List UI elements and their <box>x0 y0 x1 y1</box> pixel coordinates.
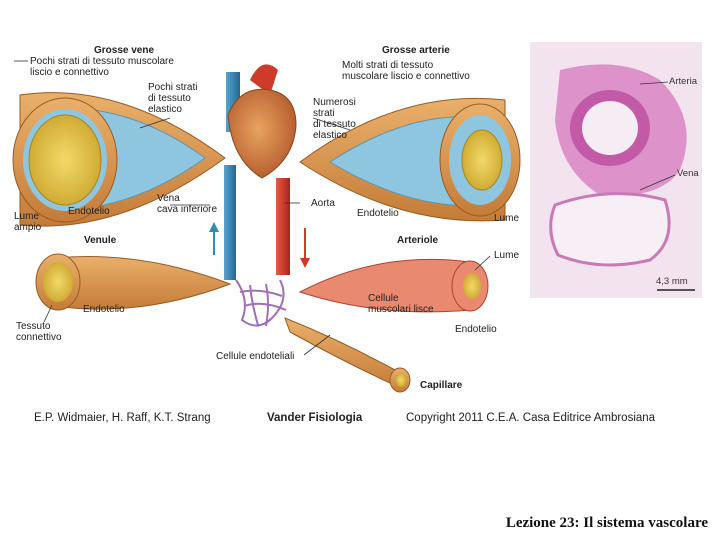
heading-grosse-vene: Grosse vene <box>94 45 154 56</box>
heading-grosse-arterie: Grosse arterie <box>382 45 450 56</box>
credit-authors: E.P. Widmaier, H. Raff, K.T. Strang <box>34 412 211 424</box>
lecture-footer: Lezione 23: Il sistema vascolare <box>506 515 708 532</box>
vena-cava-tube <box>224 165 236 280</box>
label-numerosi-strati: Numerosi strati di tessuto elastico <box>313 97 356 141</box>
heading-venule: Venule <box>84 235 116 246</box>
label-endotelio-arteriole: Endotelio <box>455 324 497 335</box>
histo-label-vena: Vena <box>677 168 699 179</box>
histo-scale-label: 4,3 mm <box>656 276 688 287</box>
artery-flow-arrow <box>300 228 310 268</box>
label-endotelio-venule: Endotelio <box>83 304 125 315</box>
label-molti-strati: Molti strati di tessuto muscolare liscio… <box>342 60 470 82</box>
histo-label-arteria: Arteria <box>669 76 697 87</box>
label-endotelio-vene: Endotelio <box>68 206 110 217</box>
label-lume-arterie: Lume <box>494 213 519 224</box>
label-cellule-muscolari: Cellule muscolari lisce <box>368 293 434 315</box>
heading-capillare: Capillare <box>420 380 462 391</box>
vein-flow-arrow <box>209 222 219 255</box>
venule-drawing <box>36 254 230 310</box>
label-pochi-strati-elastico: Pochi strati di tessuto elastico <box>148 82 197 115</box>
label-aorta: Aorta <box>311 198 335 209</box>
capillary-drawing <box>285 318 410 392</box>
capillary-bed <box>236 280 286 326</box>
label-vena-cava: Vena cava inferiore <box>157 193 217 215</box>
credit-copyright: Copyright 2011 C.E.A. Casa Editrice Ambr… <box>406 412 655 424</box>
credit-book: Vander Fisiologia <box>267 412 362 424</box>
label-endotelio-arterie: Endotelio <box>357 208 399 219</box>
label-pochi-strati-muscolare: Pochi strati di tessuto muscolare liscio… <box>30 56 174 78</box>
heading-arteriole: Arteriole <box>397 235 438 246</box>
label-cellule-endoteliali: Cellule endoteliali <box>216 351 294 362</box>
aorta-tube <box>276 178 290 275</box>
label-lume-ampio: Lume ampio <box>14 211 41 233</box>
heart-drawing <box>226 64 296 178</box>
label-lume-arteriole: Lume <box>494 250 519 261</box>
label-tessuto-connettivo: Tessuto connettivo <box>16 321 62 343</box>
